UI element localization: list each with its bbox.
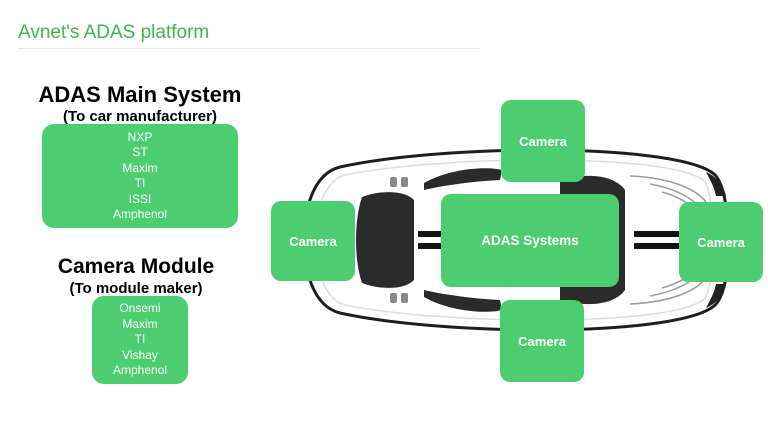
camera-box-rear: Camera	[679, 202, 763, 282]
rear-vent	[629, 175, 707, 203]
racing-stripe	[418, 243, 442, 249]
camera-module-heading: Camera Module	[57, 255, 215, 278]
camera-module-vendor-box: Onsemi Maxim TI Vishay Amphenol	[92, 296, 188, 384]
vendor-item: Onsemi	[119, 301, 161, 316]
lower-side-window	[424, 290, 502, 312]
main-system-subheading: (To car manufacturer)	[63, 108, 217, 125]
slide-title: Avnet's ADAS platform	[18, 22, 210, 43]
right-mirror	[390, 293, 397, 303]
camera-box-front: Camera	[271, 201, 355, 281]
vendor-item: Amphenol	[112, 363, 168, 378]
right-mirror-2	[401, 293, 408, 303]
vendor-item: ST	[132, 145, 148, 159]
camera-box-bottom: Camera	[500, 300, 584, 382]
vendor-item: Maxim	[122, 316, 158, 331]
camera-box-top: Camera	[501, 100, 585, 182]
vendor-item: TI	[134, 332, 146, 347]
left-mirror	[390, 177, 397, 187]
vendor-item: NXP	[127, 129, 153, 144]
tail-light	[706, 284, 726, 308]
left-mirror-2	[401, 177, 408, 187]
vendor-item: Maxim	[122, 160, 158, 175]
upper-side-window	[424, 168, 502, 190]
vendor-item: ISSI	[128, 191, 152, 206]
title-divider	[18, 48, 480, 49]
camera-module-subheading: (To module maker)	[69, 280, 203, 297]
racing-stripe	[634, 231, 680, 237]
tail-light	[706, 172, 726, 196]
vendor-item: Vishay	[122, 347, 158, 362]
adas-systems-box: ADAS Systems	[441, 194, 619, 287]
racing-stripe	[634, 243, 680, 249]
racing-stripe	[418, 231, 442, 237]
vendor-item: Amphenol	[112, 207, 168, 221]
front-windshield	[356, 192, 414, 288]
vendor-item: TI	[134, 176, 146, 190]
main-system-heading: ADAS Main System	[38, 82, 242, 107]
rear-vent	[629, 277, 707, 305]
main-system-vendor-box: NXP ST Maxim TI ISSI Amphenol	[42, 124, 238, 228]
